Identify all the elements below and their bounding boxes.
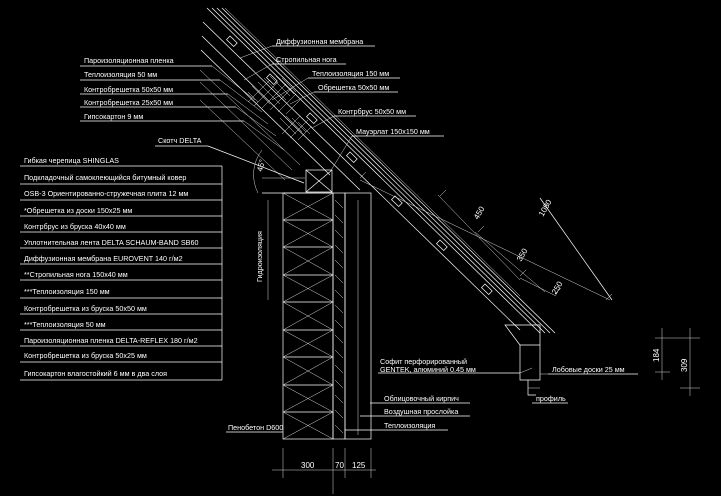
label-kontrbrus: Контрбрус 50х50 мм: [338, 107, 406, 116]
left-callouts: Пароизоляционная пленка Теплоизоляция 50…: [80, 56, 305, 184]
label-soffit-2: GENTEK, алюминий 0.45 мм: [380, 365, 476, 374]
dim-309: 309: [680, 358, 689, 372]
label-parovapor: Пароизоляционная пленка: [84, 56, 174, 65]
label-kontr50: Контробрешетка 50х50 мм: [84, 85, 173, 94]
legend-item-5: Контрбрус из бруска 40х40 мм: [24, 222, 126, 231]
legend-table: Гибкая черепица SHINGLAS Подкладочный са…: [20, 156, 223, 381]
label-gypsum9: Гипсокартон 9 мм: [84, 112, 143, 121]
roof-layers: [199, 7, 556, 396]
label-insul: Теплоизоляция: [384, 421, 435, 430]
dim-300: 300: [301, 461, 315, 470]
legend-item-7: Диффузионная мембрана EUROVENT 140 г/м2: [24, 254, 183, 263]
legend-item-12: Пароизоляционная пленка DELTA-REFLEX 180…: [24, 336, 198, 345]
label-rafter: Стропильная нога: [276, 55, 337, 64]
right-dimensions: 184 309: [652, 328, 700, 396]
label-scotch: Скотч DELTA: [158, 136, 202, 145]
insulation-hatch: [247, 75, 313, 141]
legend-item-11: ***Теплоизоляция 50 мм: [24, 320, 106, 329]
top-callouts: Диффузионная мембрана Стропильная нога Т…: [239, 37, 444, 173]
label-mauer: Мауэрлат 150х150 мм: [356, 127, 430, 136]
legend-item-10: Контробрешетка из бруска 50х50 мм: [24, 304, 147, 313]
legend-item-8: **Стропильная нога 150х40 мм: [24, 270, 128, 279]
slope-dimensions: 450 350 250 1080 45°: [253, 149, 613, 301]
dim-450: 450: [472, 204, 487, 221]
label-insul150: Теплоизоляция 150 мм: [312, 69, 389, 78]
dim-125: 125: [352, 461, 366, 470]
label-profile: профиль: [536, 394, 566, 403]
dim-1080: 1080: [537, 198, 554, 218]
legend-item-9: ***Теплоизоляция 150 мм: [24, 287, 110, 296]
label-fascia: Лобовые доски 25 мм: [552, 365, 625, 374]
label-soffit-1: Софит перфорированный: [380, 357, 467, 366]
counter-batten-blocks: [226, 35, 493, 296]
legend-item-4: *Обрешетка из доски 150х25 мм: [24, 206, 132, 215]
dim-184: 184: [652, 348, 661, 362]
label-brick: Облицовочный кирпич: [384, 394, 459, 403]
label-insul50top: Теплоизоляция 50 мм: [84, 70, 157, 79]
label-airgap: Воздушная прослойка: [384, 407, 458, 416]
wall-dimensions: 300 70 125: [272, 448, 376, 494]
legend-item-1: Гибкая черепица SHINGLAS: [24, 156, 119, 165]
legend-item-14: Гипсокартон влагостойкий 6 мм в два слоя: [24, 369, 167, 378]
label-diffmem: Диффузионная мембрана: [276, 37, 363, 46]
penobeton-wall: [282, 192, 334, 440]
dim-70: 70: [335, 461, 344, 470]
dim-angle-45: 45°: [255, 158, 267, 172]
label-obresh: Обрешетка 50х50 мм: [318, 83, 389, 92]
legend-item-6: Уплотнительная лента DELTA SCHAUM-BAND S…: [24, 238, 198, 247]
wall-section: [262, 169, 372, 440]
label-kontr25: Контробрешетка 25х50 мм: [84, 98, 173, 107]
bottom-callouts: Софит перфорированный GENTEK, алюминий 0…: [226, 231, 638, 433]
label-hydro: Гидроизоляция: [255, 231, 264, 282]
mauerlat-block: [305, 169, 333, 193]
legend-item-2: Подкладочный самоклеющийся битумный кове…: [24, 173, 186, 182]
legend-item-3: OSB-3 Ориентированно-стружечная плита 12…: [24, 189, 188, 198]
label-penobeton: Пенобетон D600: [228, 423, 283, 432]
legend-item-13: Контробрешетка из бруска 50х25 мм: [24, 351, 147, 360]
dim-250: 250: [550, 279, 565, 296]
